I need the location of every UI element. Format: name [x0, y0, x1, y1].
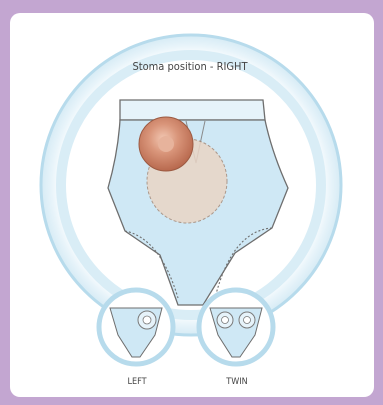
left-option: LEFT [99, 290, 173, 387]
stoma-center [158, 136, 174, 152]
illustration-card: Stoma position - RIGHT LEFT [10, 13, 374, 397]
twin-option-label: TWIN [225, 377, 247, 387]
twin-option: TWIN [199, 290, 273, 387]
stoma-illustration: Stoma position - RIGHT LEFT [10, 13, 374, 397]
left-option-label: LEFT [127, 377, 146, 387]
page-title: Stoma position - RIGHT [132, 60, 248, 73]
